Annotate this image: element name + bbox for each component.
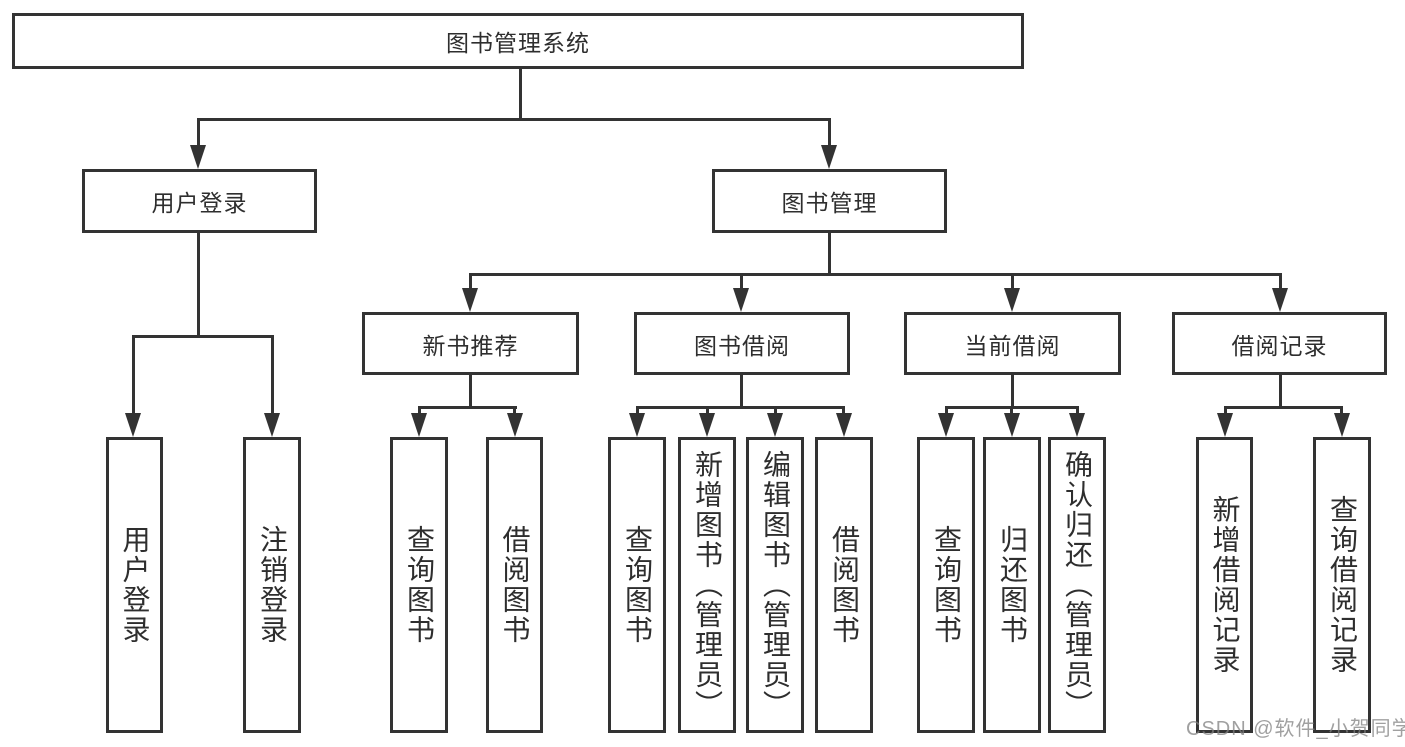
- leaf-newbook-borrow-label: 借阅图书: [499, 525, 531, 645]
- arrow-down-icon: [767, 413, 783, 437]
- node-book-borrowing-label: 图书借阅: [694, 332, 790, 359]
- connector-stem-book-management: [828, 118, 831, 148]
- arrow-down-icon: [1004, 288, 1020, 312]
- node-user-login-label: 用户登录: [151, 190, 248, 216]
- node-root-label: 图书管理系统: [446, 30, 590, 56]
- leaf-newbook-borrow: 借阅图书: [486, 437, 543, 733]
- connector-stem-leaf: [636, 406, 639, 416]
- leaf-user-login: 用户登录: [106, 437, 163, 733]
- leaf-record-query: 查询借阅记录: [1313, 437, 1371, 733]
- connector-stem-l3: [740, 273, 743, 291]
- connector-stem-leaf: [774, 406, 777, 416]
- arrow-down-icon: [1334, 413, 1350, 437]
- node-current-borrowing-label: 当前借阅: [964, 332, 1061, 359]
- connector-stem-leaf: [1010, 406, 1013, 416]
- leaf-borrow-query-label: 查询图书: [622, 525, 653, 645]
- arrow-down-icon: [938, 413, 954, 437]
- connector-stem-leaf: [418, 406, 421, 416]
- connector-stem-leaf: [271, 335, 274, 415]
- leaf-borrow-edit-admin: 编辑图书（管理员）: [746, 437, 804, 733]
- arrow-down-icon: [629, 413, 645, 437]
- node-book-borrowing: 图书借阅: [634, 312, 850, 375]
- connector-current-trunk: [1011, 375, 1014, 408]
- node-borrow-records: 借阅记录: [1172, 312, 1387, 375]
- arrow-down-icon: [836, 413, 852, 437]
- node-user-login: 用户登录: [82, 169, 317, 233]
- node-book-management-label: 图书管理: [781, 190, 878, 216]
- leaf-borrow-query: 查询图书: [608, 437, 666, 733]
- leaf-record-query-label: 查询借阅记录: [1327, 495, 1358, 675]
- leaf-current-query: 查询图书: [917, 437, 975, 733]
- leaf-newbook-query-label: 查询图书: [404, 525, 435, 645]
- leaf-record-add: 新增借阅记录: [1196, 437, 1253, 733]
- node-current-borrowing: 当前借阅: [904, 312, 1121, 375]
- watermark: CSDN @软件_小贺同学: [1186, 718, 1405, 740]
- node-borrow-records-label: 借阅记录: [1231, 332, 1328, 359]
- connector-stem-leaf: [1340, 406, 1343, 416]
- connector-root-hline: [198, 118, 831, 121]
- connector-newbook-trunk: [469, 375, 472, 408]
- node-root: 图书管理系统: [12, 13, 1024, 69]
- leaf-current-query-label: 查询图书: [931, 525, 962, 645]
- leaf-current-confirm-admin: 确认归还（管理员）: [1048, 437, 1106, 733]
- connector-mgmt-hline: [470, 273, 1281, 276]
- connector-borrow-hline: [636, 406, 845, 409]
- connector-user-hline: [132, 335, 274, 338]
- connector-stem-l3: [1279, 273, 1282, 291]
- connector-borrow-trunk: [740, 375, 743, 408]
- arrow-down-icon: [1217, 413, 1233, 437]
- arrow-down-icon: [821, 145, 837, 169]
- arrow-down-icon: [264, 413, 280, 437]
- arrow-down-icon: [462, 288, 478, 312]
- connector-stem-leaf: [706, 406, 709, 416]
- arrow-down-icon: [1069, 413, 1085, 437]
- connector-stem-l3: [1011, 273, 1014, 291]
- connector-newbook-hline: [418, 406, 517, 409]
- connector-mgmt-trunk: [828, 233, 831, 276]
- connector-records-trunk: [1279, 375, 1282, 408]
- connector-stem-user-login: [197, 118, 200, 148]
- leaf-borrow-add-admin-label: 新增图书（管理员）: [692, 450, 723, 720]
- connector-stem-leaf: [1076, 406, 1079, 416]
- leaf-borrow-borrow: 借阅图书: [815, 437, 873, 733]
- arrow-down-icon: [699, 413, 715, 437]
- connector-stem-leaf: [945, 406, 948, 416]
- connector-root-trunk: [519, 69, 522, 118]
- leaf-current-confirm-admin-label: 确认归还（管理员）: [1062, 450, 1093, 720]
- leaf-record-add-label: 新增借阅记录: [1209, 495, 1241, 675]
- connector-stem-leaf: [132, 335, 135, 415]
- node-new-book-recommend: 新书推荐: [362, 312, 579, 375]
- connector-user-trunk: [197, 233, 200, 337]
- leaf-newbook-query: 查询图书: [390, 437, 448, 733]
- connector-records-hline: [1224, 406, 1343, 409]
- connector-stem-leaf: [1224, 406, 1227, 416]
- leaf-borrow-add-admin: 新增图书（管理员）: [678, 437, 736, 733]
- arrow-down-icon: [507, 413, 523, 437]
- arrow-down-icon: [1272, 288, 1288, 312]
- leaf-current-return: 归还图书: [983, 437, 1041, 733]
- arrow-down-icon: [411, 413, 427, 437]
- arrow-down-icon: [190, 145, 206, 169]
- leaf-user-login-label: 用户登录: [119, 525, 151, 645]
- connector-stem-leaf: [513, 406, 516, 416]
- leaf-borrow-edit-admin-label: 编辑图书（管理员）: [760, 450, 791, 720]
- leaf-logout-label: 注销登录: [257, 525, 288, 645]
- arrow-down-icon: [1004, 413, 1020, 437]
- connector-stem-leaf: [842, 406, 845, 416]
- connector-stem-l3: [469, 273, 472, 291]
- leaf-logout: 注销登录: [243, 437, 301, 733]
- leaf-borrow-borrow-label: 借阅图书: [829, 525, 860, 645]
- node-book-management: 图书管理: [712, 169, 947, 233]
- node-new-book-recommend-label: 新书推荐: [422, 332, 519, 359]
- leaf-current-return-label: 归还图书: [997, 525, 1028, 645]
- arrow-down-icon: [125, 413, 141, 437]
- arrow-down-icon: [733, 288, 749, 312]
